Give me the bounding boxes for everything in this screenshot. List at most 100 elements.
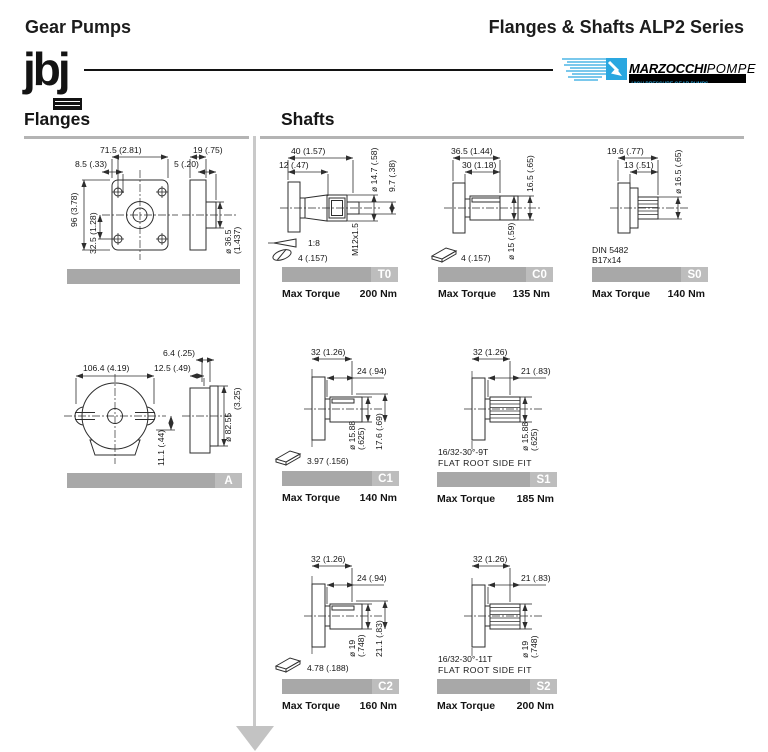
dim-label: (.625)	[356, 427, 366, 450]
dim-label: 32.5 (1.28)	[88, 212, 98, 254]
dim-label: 12 (.47)	[279, 160, 309, 170]
dim-label: 13 (.51)	[624, 160, 654, 170]
dimension-lines	[81, 154, 224, 251]
dim-label: 6.4 (.25)	[163, 348, 195, 358]
c1-drawing: 32 (1.26) 24 (.94) ø 15.88 (.625) 17.6 (…	[274, 347, 388, 466]
c1-torque-row: Max Torque 140 Nm	[282, 492, 397, 504]
c0-label: C0	[526, 267, 553, 282]
flange-std-bar	[67, 269, 240, 284]
dim-label: ø 36.5	[223, 229, 233, 254]
marzocchi-brand2: POMPE	[706, 61, 757, 76]
dim-label: (.748)	[356, 634, 366, 657]
marzocchi-tagline: HIGH PRESSURE GEAR PUMPS	[629, 81, 708, 83]
centerlines	[64, 374, 234, 464]
key-size-label: 4 (.157)	[461, 253, 491, 263]
centerlines	[304, 369, 384, 449]
flange-a-bar: A	[67, 473, 242, 488]
marzocchi-logo-text: MARZOCCHIPOMPE	[629, 60, 756, 78]
t0-drawing: 40 (1.57) 12 (.47) ø 14.7 (.58) 9.7 (.38…	[268, 146, 397, 263]
c2-bar: C2	[282, 679, 399, 694]
c0-bar: C0	[438, 267, 553, 282]
s0-bar: S0	[592, 267, 708, 282]
dim-label: 5 (.20)	[174, 159, 199, 169]
dim-label: M12x1.5	[350, 223, 360, 256]
key-icon	[272, 248, 292, 261]
dim-label: 32 (1.26)	[473, 554, 508, 564]
dim-label: 9.7 (.38)	[387, 160, 397, 192]
s2-torque-row: Max Torque 200 Nm	[437, 700, 554, 712]
s0-drawing: 19.6 (.77) 13 (.51) ø 16.5 (.65) DIN 548…	[592, 146, 690, 265]
centerlines	[102, 170, 236, 260]
dim-label: 21.1 (.83)	[374, 620, 384, 657]
max-torque-label: Max Torque	[438, 288, 497, 300]
max-torque-label: Max Torque	[282, 492, 341, 504]
taper-ratio-label: 1:8	[308, 238, 320, 248]
shafts-rule	[260, 136, 744, 139]
marzocchi-tagline-bar: HIGH PRESSURE GEAR PUMPS	[629, 74, 746, 83]
t0-bar: T0	[282, 267, 398, 282]
marzocchi-brand: MARZOCCHI	[629, 61, 707, 76]
max-torque-label: Max Torque	[437, 700, 496, 712]
dim-label: 24 (.94)	[357, 366, 387, 376]
dim-label: (.625)	[529, 428, 539, 451]
s1-bar: S1	[437, 472, 557, 487]
dim-label: 24 (.94)	[357, 573, 387, 583]
s0-label: S0	[681, 267, 708, 282]
dimension-lines	[311, 356, 388, 423]
dim-label: 12.5 (.49)	[154, 363, 191, 373]
jbj-logo-text: jbj	[23, 43, 71, 95]
torque-value: 140 Nm	[359, 492, 397, 504]
spline-spec-line2: FLAT ROOT SIDE FIT	[438, 665, 532, 675]
header-divider-line	[84, 69, 553, 71]
jbj-logo-box	[53, 98, 82, 110]
torque-value: 200 Nm	[359, 288, 397, 300]
dim-label: ø 82.55	[223, 413, 233, 442]
dim-label: 96 (3.78)	[69, 192, 79, 227]
key-icon	[274, 450, 302, 466]
dim-label: 21 (.83)	[521, 366, 551, 376]
torque-value: 185 Nm	[516, 493, 554, 505]
dim-label: (1.437)	[232, 227, 242, 254]
s1-drawing: 32 (1.26) 21 (.83) ø 15.88 (.625) 16/32-…	[438, 347, 551, 468]
centerlines	[464, 578, 542, 656]
flange-a-label: A	[215, 473, 242, 488]
max-torque-label: Max Torque	[282, 288, 341, 300]
dim-label: 8.5 (.33)	[75, 159, 107, 169]
dim-label: 19 (.75)	[193, 145, 223, 155]
spline-spec-line2: B17x14	[592, 255, 621, 265]
torque-value: 140 Nm	[667, 288, 705, 300]
dimension-lines	[452, 155, 534, 221]
s1-label: S1	[530, 472, 557, 487]
dimension-lines	[471, 356, 546, 423]
marzocchi-logo-graphic	[562, 58, 627, 81]
c0-drawing: 36.5 (1.44) 30 (1.18) 16.5 (.65) ø 15 (.…	[430, 146, 540, 263]
spline-spec-line1: 16/32-30°-9T	[438, 447, 489, 457]
section-heading-flanges: Flanges	[24, 109, 91, 129]
flanges-rule	[24, 136, 249, 139]
dim-label: (3.25)	[232, 387, 242, 410]
dim-label: 36.5 (1.44)	[451, 146, 493, 156]
taper-icon	[268, 238, 297, 248]
page-title-right: Flanges & Shafts ALP2 Series	[488, 17, 744, 37]
flange-std-drawing: 71.5 (2.81) 8.5 (.33) 19 (.75) 5 (.20) 9…	[69, 145, 242, 260]
s0-torque-row: Max Torque 140 Nm	[592, 288, 705, 300]
dim-label: ø 19	[520, 641, 530, 658]
torque-value: 200 Nm	[516, 700, 554, 712]
dimension-lines	[287, 155, 396, 222]
c1-label: C1	[372, 471, 399, 486]
s2-bar: S2	[437, 679, 557, 694]
dimension-lines	[617, 155, 682, 220]
centerlines	[464, 371, 542, 449]
s2-drawing: 32 (1.26) 21 (.83) ø 19 (.748) 16/32-30°…	[438, 554, 551, 675]
c2-torque-row: Max Torque 160 Nm	[282, 700, 397, 712]
flange-a-drawing: 6.4 (.25) 106.4 (4.19) 12.5 (.49) 11.1 (…	[64, 348, 242, 466]
dim-label: 32 (1.26)	[311, 554, 346, 564]
shaft-outline	[287, 181, 360, 233]
spline-spec-line1: DIN 5482	[592, 245, 629, 255]
dim-label: 30 (1.18)	[462, 160, 497, 170]
page-title-left: Gear Pumps	[25, 17, 132, 37]
torque-value: 135 Nm	[512, 288, 550, 300]
dim-label: 106.4 (4.19)	[83, 363, 129, 373]
dim-label: (.748)	[529, 635, 539, 658]
dim-label: 40 (1.57)	[291, 146, 326, 156]
